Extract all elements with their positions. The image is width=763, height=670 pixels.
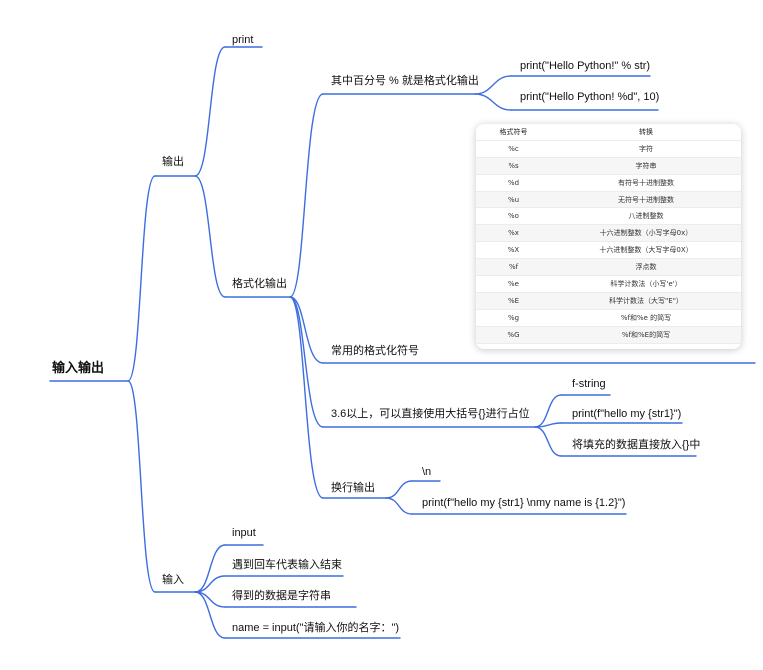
table-cell-symbol: %G — [476, 326, 551, 344]
table-cell-symbol: %f — [476, 258, 551, 277]
table-cell-symbol: %g — [476, 309, 551, 327]
table-cell-symbol: %e — [476, 275, 551, 293]
fstring-node[interactable]: f-string — [572, 378, 606, 390]
table-cell-conversion: 字符 — [551, 140, 741, 158]
link-format-percent — [289, 93, 324, 298]
root-node[interactable]: 输入输出 — [52, 360, 105, 375]
table-cell-symbol: %s — [476, 157, 551, 175]
table-cell-conversion: 科学计数法（大写"E"） — [551, 292, 741, 310]
table-header-conversion: 转换 — [551, 124, 741, 141]
link-newline-n — [385, 480, 413, 499]
link-input-1 — [194, 575, 226, 593]
format-output-node[interactable]: 格式化输出 — [232, 278, 287, 290]
link-input-3 — [194, 591, 226, 639]
table-cell-symbol: %X — [476, 241, 551, 260]
common-format-symbols-node[interactable]: 常用的格式化符号 — [331, 345, 419, 357]
table-cell-conversion: 有符号十进制整数 — [551, 174, 741, 192]
input-item-node[interactable]: 得到的数据是字符串 — [232, 590, 331, 602]
table-cell-symbol: %c — [476, 140, 551, 158]
input-item-node[interactable]: input — [232, 527, 256, 539]
link-percent-ex2 — [474, 93, 512, 111]
table-cell-symbol: %E — [476, 292, 551, 310]
table-row: %G%f和%E的简写 — [476, 326, 741, 344]
link-newline-example — [385, 497, 413, 515]
link-braces-example — [534, 422, 562, 428]
table-cell-symbol: %d — [476, 174, 551, 192]
link-root-input — [127, 380, 156, 593]
print-node[interactable]: print — [232, 34, 254, 46]
link-output-print — [194, 46, 226, 177]
link-output-format — [194, 175, 226, 298]
newline-example-node[interactable]: print(f"hello my {str1} \nmy name is {1.… — [422, 497, 626, 509]
link-braces-fstring — [534, 394, 562, 428]
table-cell-conversion: 浮点数 — [551, 258, 741, 277]
table-cell-conversion: 十六进制整数（小写字母0x） — [551, 224, 741, 243]
table-cell-conversion: %f和%e 的简写 — [551, 309, 741, 327]
table-cell-conversion: 字符串 — [551, 157, 741, 175]
table-cell-symbol: %u — [476, 191, 551, 209]
link-input-0 — [194, 544, 226, 593]
percent-format-node[interactable]: 其中百分号 % 就是格式化输出 — [331, 75, 479, 87]
output-node[interactable]: 输出 — [162, 156, 184, 168]
link-percent-ex1 — [474, 75, 512, 95]
link-format-braces — [289, 296, 324, 428]
table-cell-conversion: 八进制整数 — [551, 207, 741, 226]
newline-output-node[interactable]: 换行输出 — [331, 482, 375, 494]
fill-into-braces-node[interactable]: 将填充的数据直接放入{}中 — [572, 439, 701, 451]
table-cell-conversion: 科学计数法（小写'e'） — [551, 275, 741, 293]
table-cell-conversion: %f和%E的简写 — [551, 326, 741, 344]
newline-escape-node[interactable]: \n — [422, 466, 432, 478]
input-node[interactable]: 输入 — [162, 574, 184, 586]
table-cell-conversion: 十六进制整数（大写字母0X） — [551, 241, 741, 260]
link-root-output — [127, 175, 156, 382]
braces-placeholder-node[interactable]: 3.6以上，可以直接使用大括号{}进行占位 — [331, 408, 530, 420]
percent-example-2-node[interactable]: print("Hello Python! %d", 10) — [520, 91, 660, 103]
link-format-common — [289, 296, 324, 364]
link-braces-note — [534, 426, 562, 457]
table-cell-conversion: 无符号十进制整数 — [551, 191, 741, 209]
table-cell-symbol: %x — [476, 224, 551, 243]
table-cell-symbol: %o — [476, 207, 551, 226]
fstring-example-node[interactable]: print(f"hello my {str1}") — [572, 408, 682, 420]
input-item-node[interactable]: name = input("请输入你的名字：") — [232, 622, 400, 634]
input-item-node[interactable]: 遇到回车代表输入结束 — [232, 559, 342, 571]
percent-example-1-node[interactable]: print("Hello Python!" % str) — [520, 60, 651, 72]
table-row: %g%f和%e 的简写 — [476, 309, 741, 327]
link-format-newline — [289, 296, 324, 499]
table-header-symbol: 格式符号 — [476, 124, 551, 141]
